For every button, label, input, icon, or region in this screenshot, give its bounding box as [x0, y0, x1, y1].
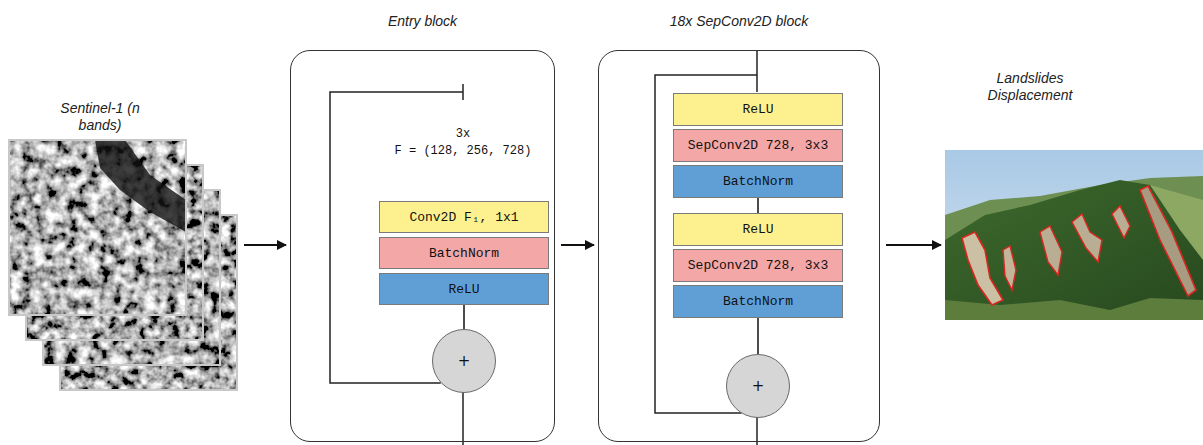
image-title: Landslides Displacement — [980, 70, 1080, 104]
landslide-picture — [945, 150, 1203, 320]
layer-box: BatchNorm — [673, 165, 843, 198]
exit-line — [462, 392, 464, 445]
sar-frame — [9, 140, 186, 315]
image-node: Landslides Displacement — [945, 70, 1203, 320]
landslide-outline — [1003, 246, 1016, 290]
flow-line — [463, 305, 465, 329]
layer-box: ReLU — [673, 213, 843, 246]
landslide-outline — [1140, 186, 1196, 296]
block-frame: Entry blockConv2D F₁, 1x1BatchNormReLU+ — [290, 50, 555, 442]
plus-sign: + — [458, 352, 471, 370]
flow-line — [757, 198, 759, 213]
layer-name: Conv2D F₁, 1x1 — [409, 210, 518, 225]
layer-box: ReLU — [673, 93, 843, 126]
layer-name: BatchNorm — [429, 246, 499, 261]
sky — [945, 150, 1203, 320]
layer-box: Conv2D F₁, 1x1 — [379, 201, 549, 233]
layer-name: BatchNorm — [723, 294, 793, 309]
block-frame: 18x SepConv2D blockReLUSepConv2D 728, 3x… — [598, 50, 880, 442]
landslide-outline — [962, 232, 1003, 305]
flow-arrow — [886, 244, 941, 246]
flow-line — [757, 318, 759, 354]
plus-sign: + — [752, 377, 765, 395]
layer-box: ReLU — [379, 273, 549, 305]
landslide-outline — [1112, 206, 1130, 238]
exit-line — [756, 417, 758, 445]
block-note: 3x — [456, 127, 470, 141]
image-title: Sentinel-1 (n bands) — [60, 100, 140, 134]
flow-arrow — [244, 244, 286, 246]
landslide-outline — [1072, 214, 1102, 262]
sar-image — [9, 140, 186, 315]
entry-line — [756, 51, 758, 92]
block-title: Entry block — [291, 13, 554, 30]
add-circle: + — [726, 354, 790, 418]
flow-arrow — [561, 244, 594, 246]
add-circle: + — [432, 329, 496, 393]
distant-fields — [945, 176, 1203, 320]
layer-name: ReLU — [448, 282, 479, 297]
layer-name: SepConv2D 728, 3x3 — [688, 138, 828, 153]
layer-box: BatchNorm — [673, 285, 843, 318]
sar-image-stack — [9, 140, 237, 390]
image-node: Sentinel-1 (n bands) — [10, 100, 238, 392]
block-note: F = (128, 256, 728) — [395, 144, 532, 158]
landslide-outline — [1040, 226, 1062, 275]
valley — [945, 298, 1203, 320]
layer-name: ReLU — [742, 222, 773, 237]
layer-name: SepConv2D 728, 3x3 — [688, 258, 828, 273]
layer-box: SepConv2D 728, 3x3 — [673, 129, 843, 162]
layer-box: BatchNorm — [379, 237, 549, 269]
sar-dark-river — [95, 140, 186, 232]
block-title: 18x SepConv2D block — [599, 13, 879, 30]
layer-box: SepConv2D 728, 3x3 — [673, 249, 843, 282]
hill — [945, 180, 1203, 320]
layer-name: BatchNorm — [723, 174, 793, 189]
layer-name: ReLU — [742, 102, 773, 117]
